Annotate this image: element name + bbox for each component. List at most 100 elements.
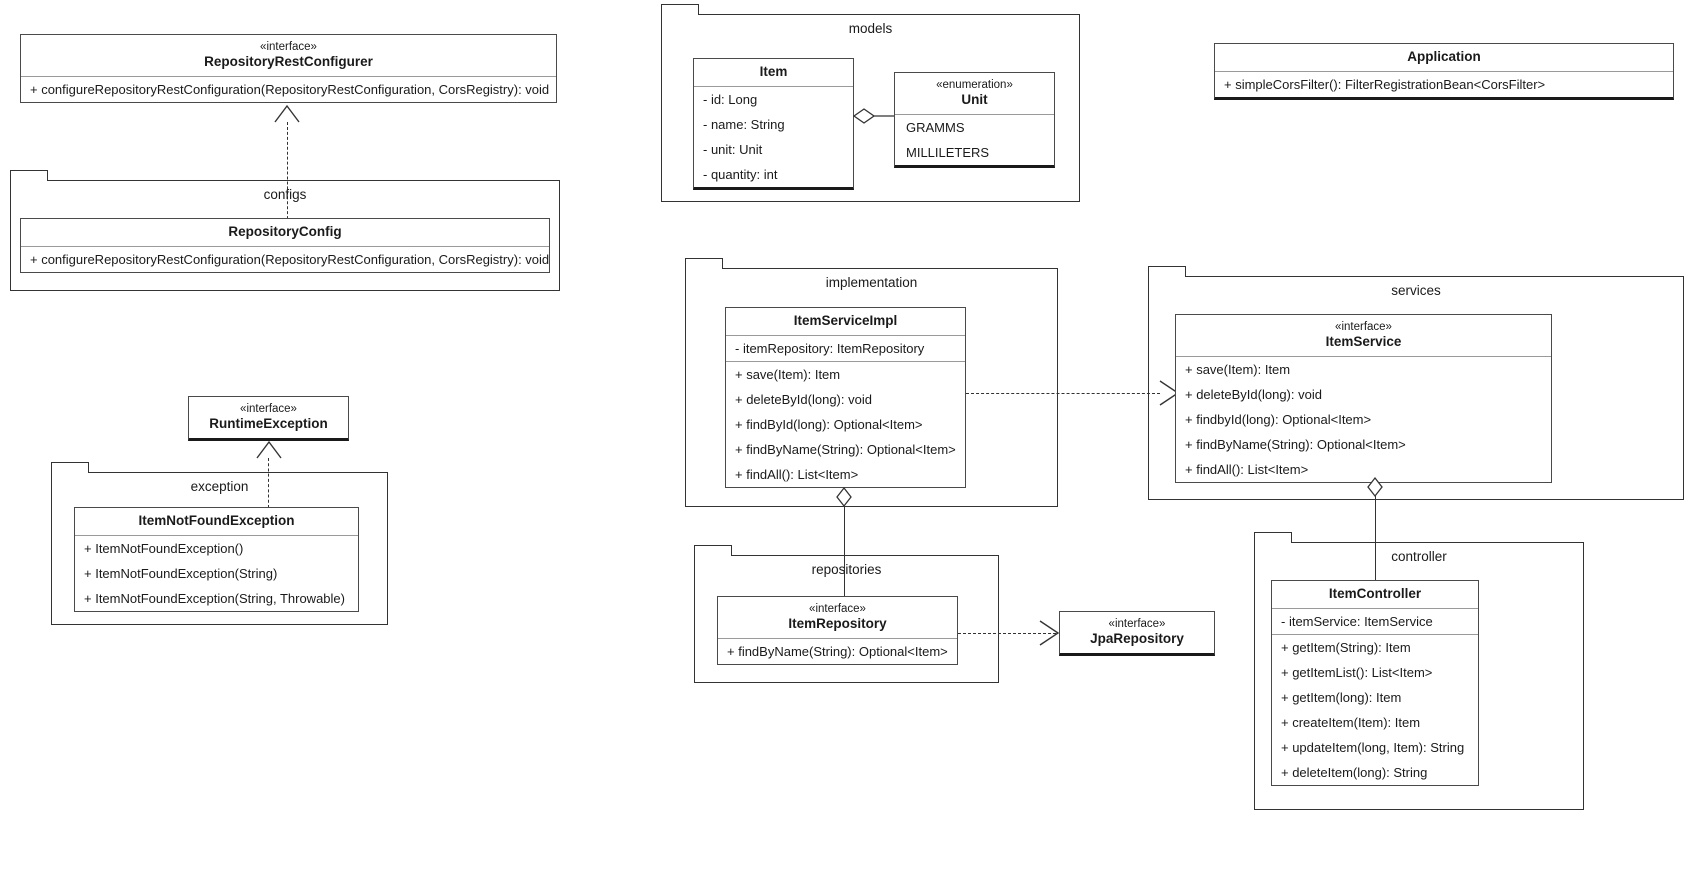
- attributes-section: - itemService: ItemService: [1272, 609, 1478, 635]
- method-row: + findByName(String): Optional<Item>: [1185, 437, 1406, 452]
- method-row: + configureRepositoryRestConfiguration(R…: [30, 82, 550, 97]
- methods-section: + ItemNotFoundException() + ItemNotFound…: [75, 536, 358, 611]
- package-implementation: implementation: [684, 258, 1058, 507]
- method-row: + findAll(): List<Item>: [1185, 462, 1309, 477]
- method-row: + getItemList(): List<Item>: [1281, 665, 1433, 680]
- methods-section: + simpleCorsFilter(): FilterRegistration…: [1215, 72, 1673, 97]
- method-row: + simpleCorsFilter(): FilterRegistration…: [1224, 77, 1546, 92]
- aggregation-line-itemserviceimpl-itemrepository: [844, 506, 845, 606]
- package-tab-icon: [660, 4, 699, 15]
- class-name-label: JpaRepository: [1090, 631, 1184, 646]
- package-label-services: services: [1391, 283, 1441, 298]
- realization-line-itemserviceimpl-to-itemservice: [966, 393, 1160, 394]
- stereotype-label: «interface»: [1335, 321, 1392, 333]
- class-box-item-service-impl[interactable]: ItemServiceImpl - itemRepository: ItemRe…: [725, 307, 966, 488]
- package-repositories: repositories: [693, 545, 999, 683]
- class-name-label: RepositoryConfig: [228, 224, 342, 239]
- method-row: + configureRepositoryRestConfiguration(R…: [30, 252, 550, 267]
- class-header: ItemController: [1272, 581, 1478, 609]
- method-row: + ItemNotFoundException(String, Throwabl…: [84, 591, 345, 606]
- method-row: + getItem(String): Item: [1281, 640, 1411, 655]
- package-label-implementation: implementation: [825, 275, 918, 290]
- methods-section: + save(Item): Item + deleteById(long): v…: [726, 362, 965, 487]
- package-controller: controller: [1253, 532, 1584, 810]
- class-box-jpa-repository[interactable]: «interface» JpaRepository: [1059, 611, 1215, 656]
- class-box-item-service[interactable]: «interface» ItemService + save(Item): It…: [1175, 314, 1552, 483]
- attribute-row: - id: Long: [703, 92, 758, 107]
- class-header: Item: [694, 59, 853, 87]
- class-box-item-repository[interactable]: «interface» ItemRepository + findByName(…: [717, 596, 958, 665]
- attribute-row: - quantity: int: [703, 167, 778, 182]
- class-box-unit[interactable]: «enumeration» Unit GRAMMS MILLILETERS: [894, 72, 1055, 168]
- package-configs: configs: [9, 170, 560, 291]
- stereotype-label: «interface»: [809, 603, 866, 615]
- class-header: «interface» ItemRepository: [718, 597, 957, 639]
- class-name-label: RepositoryRestConfigurer: [204, 54, 373, 69]
- method-row: + findAll(): List<Item>: [735, 467, 859, 482]
- stereotype-label: «interface»: [240, 403, 297, 415]
- realization-arrow-itemrepository-to-jparepository: [1038, 619, 1064, 649]
- realization-line-repositoryconfig: [287, 122, 288, 234]
- enum-literal-row: GRAMMS: [906, 120, 965, 135]
- package-label-repositories: repositories: [811, 562, 882, 577]
- method-row: + deleteById(long): void: [735, 392, 872, 407]
- class-box-application[interactable]: Application + simpleCorsFilter(): Filter…: [1214, 43, 1674, 100]
- method-row: + save(Item): Item: [735, 367, 841, 382]
- package-tab-icon: [693, 545, 732, 556]
- method-row: + deleteById(long): void: [1185, 387, 1322, 402]
- method-row: + findbyId(long): Optional<Item>: [1185, 412, 1372, 427]
- package-tab-icon: [684, 258, 723, 269]
- realization-line-itemrepository-to-jparepository: [958, 633, 1056, 634]
- stereotype-label: «interface»: [1108, 618, 1166, 630]
- class-name-label: RuntimeException: [209, 416, 328, 431]
- package-label-models: models: [848, 21, 893, 36]
- realization-arrow-repositoryconfig-to-repositoryrestconfigurer: [270, 100, 304, 126]
- package-label-controller: controller: [1391, 549, 1447, 564]
- attributes-section: - id: Long - name: String - unit: Unit -…: [694, 87, 853, 187]
- class-name-label: ItemService: [1325, 334, 1402, 349]
- class-box-repository-rest-configurer[interactable]: «interface» RepositoryRestConfigurer + c…: [20, 34, 557, 103]
- method-row: + findByName(String): Optional<Item>: [727, 644, 948, 659]
- method-row: + save(Item): Item: [1185, 362, 1291, 377]
- class-header: «interface» JpaRepository: [1060, 612, 1214, 653]
- package-exception: exception: [50, 462, 388, 625]
- attribute-row: - itemRepository: ItemRepository: [735, 341, 925, 356]
- class-box-repository-config[interactable]: RepositoryConfig + configureRepositoryRe…: [20, 218, 550, 273]
- realization-line-itemnotfoundexception: [268, 458, 269, 508]
- class-header: «interface» RepositoryRestConfigurer: [21, 35, 556, 77]
- class-name-label: ItemServiceImpl: [793, 313, 898, 328]
- stereotype-label: «interface»: [260, 41, 317, 53]
- class-box-runtime-exception[interactable]: «interface» RuntimeException: [188, 396, 349, 441]
- attribute-row: - unit: Unit: [703, 142, 763, 157]
- package-tab-icon: [1147, 266, 1186, 277]
- method-row: + deleteItem(long): String: [1281, 765, 1428, 780]
- package-label-configs: configs: [263, 187, 307, 202]
- realization-arrow-itemnotfoundexception-to-runtimeexception: [252, 436, 286, 462]
- package-tab-icon: [9, 170, 48, 181]
- methods-section: + save(Item): Item + deleteById(long): v…: [1176, 357, 1551, 482]
- enum-literal-row: MILLILETERS: [906, 145, 990, 160]
- class-box-item-not-found-exception[interactable]: ItemNotFoundException + ItemNotFoundExce…: [74, 507, 359, 612]
- class-name-label: ItemNotFoundException: [138, 513, 295, 528]
- package-label-exception: exception: [190, 479, 249, 494]
- class-box-item-controller[interactable]: ItemController - itemService: ItemServic…: [1271, 580, 1479, 786]
- aggregation-diamond-item-unit: [852, 105, 896, 127]
- methods-section: + findByName(String): Optional<Item>: [718, 639, 957, 664]
- methods-section: + configureRepositoryRestConfiguration(R…: [21, 77, 556, 102]
- class-header: «enumeration» Unit: [895, 73, 1054, 115]
- method-row: + findById(long): Optional<Item>: [735, 417, 923, 432]
- method-row: + ItemNotFoundException(String): [84, 566, 278, 581]
- class-header: ItemServiceImpl: [726, 308, 965, 336]
- method-row: + ItemNotFoundException(): [84, 541, 244, 556]
- package-tab-icon: [1253, 532, 1292, 543]
- attribute-row: - name: String: [703, 117, 785, 132]
- stereotype-label: «enumeration»: [936, 79, 1013, 91]
- attribute-row: - itemService: ItemService: [1281, 614, 1433, 629]
- class-header: Application: [1215, 44, 1673, 72]
- package-models: models: [660, 4, 1080, 202]
- class-box-item[interactable]: Item - id: Long - name: String - unit: U…: [693, 58, 854, 190]
- attributes-section: - itemRepository: ItemRepository: [726, 336, 965, 362]
- method-row: + findByName(String): Optional<Item>: [735, 442, 956, 457]
- methods-section: + configureRepositoryRestConfiguration(R…: [21, 247, 549, 272]
